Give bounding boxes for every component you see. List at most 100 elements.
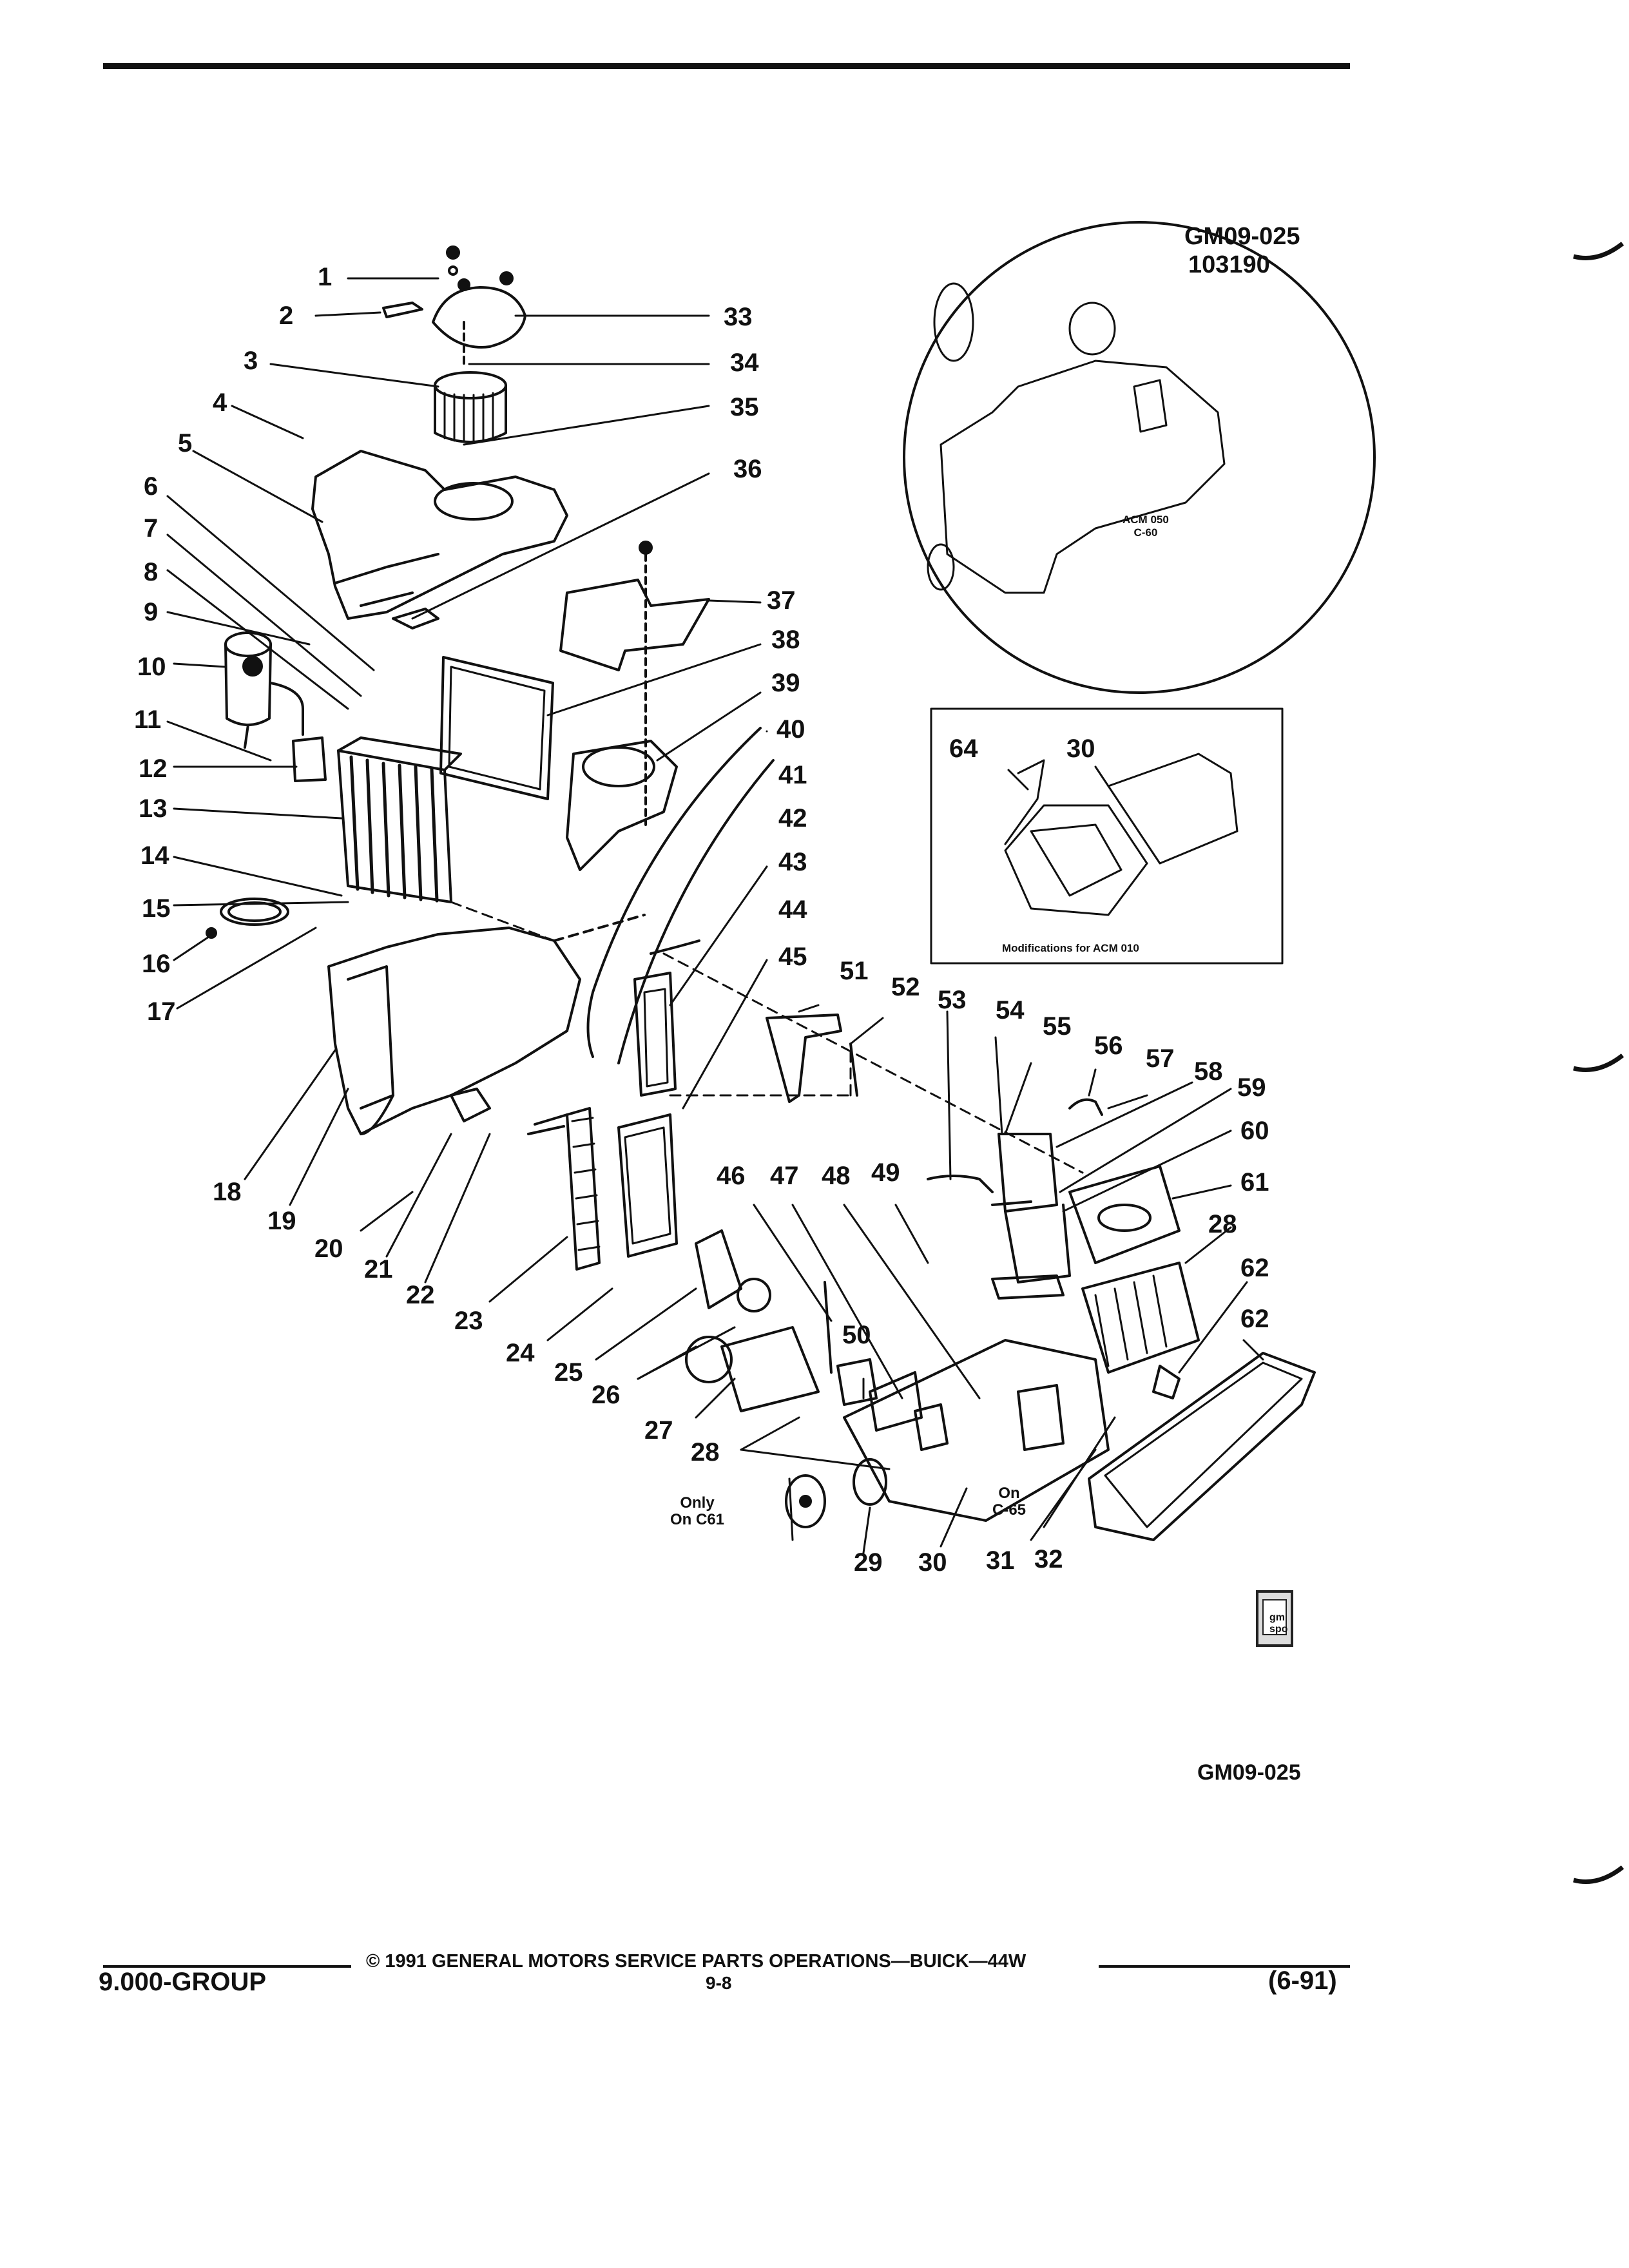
note-on-line2: C-65 xyxy=(992,1501,1027,1519)
callout-25: 25 xyxy=(554,1358,583,1387)
callout-9: 9 xyxy=(144,598,159,626)
footer-group: 9.000-GROUP xyxy=(99,1968,267,1996)
callout-21: 21 xyxy=(364,1255,393,1283)
inset-circle-label-line1: ACM 050 xyxy=(1123,514,1169,526)
inset-circle-label-line2: C-60 xyxy=(1133,526,1158,539)
callout-6: 6 xyxy=(144,472,159,501)
callout-51: 51 xyxy=(840,957,869,985)
bracket-drawing xyxy=(559,541,710,826)
note-only-line1: Only xyxy=(680,1494,715,1512)
edge-mark-1 xyxy=(1573,242,1624,260)
callout-30-inset: 30 xyxy=(1066,735,1095,763)
note-only-on-c61: Only On C61 xyxy=(670,1495,724,1528)
vent-grille-drawing xyxy=(1081,1262,1200,1374)
edge-mark-2 xyxy=(1573,1053,1624,1072)
callout-15: 15 xyxy=(142,894,171,923)
callout-64: 64 xyxy=(949,735,978,763)
footer-date: (6-91) xyxy=(1268,1966,1337,1995)
leader-lines xyxy=(166,277,1264,1554)
callout-48: 48 xyxy=(822,1162,851,1190)
callout-24: 24 xyxy=(506,1339,535,1367)
callout-53: 53 xyxy=(938,986,967,1014)
callout-32: 32 xyxy=(1034,1545,1063,1573)
note-only-line2: On C61 xyxy=(670,1511,725,1528)
seal-ring-drawing xyxy=(206,898,289,939)
callout-47: 47 xyxy=(770,1162,799,1190)
callout-34: 34 xyxy=(730,349,759,377)
callout-10: 10 xyxy=(137,653,166,681)
callout-26: 26 xyxy=(592,1381,621,1409)
actuator-26-27-drawing xyxy=(685,1229,878,1412)
callout-35: 35 xyxy=(730,393,759,421)
blower-cover-drawing xyxy=(382,245,526,365)
callout-8: 8 xyxy=(144,558,159,586)
callout-19: 19 xyxy=(267,1207,296,1235)
blower-motor-drawing xyxy=(434,371,507,443)
parts-51-52-drawing xyxy=(766,1014,858,1103)
inset-box-caption: Modifications for ACM 010 xyxy=(1002,942,1139,954)
filter-frame-drawing xyxy=(439,656,554,800)
callout-13: 13 xyxy=(139,794,168,823)
callout-57: 57 xyxy=(1146,1044,1175,1073)
callout-59: 59 xyxy=(1237,1073,1266,1102)
callout-7: 7 xyxy=(144,514,159,543)
footer-page-number: 9-8 xyxy=(706,1973,732,1993)
gasket-drawing xyxy=(1088,1352,1316,1541)
callout-62-upper: 62 xyxy=(1240,1254,1269,1282)
callout-12: 12 xyxy=(139,754,168,783)
callout-33: 33 xyxy=(724,303,753,331)
lower-duct-drawing xyxy=(843,1339,1110,1522)
callout-37: 37 xyxy=(767,586,796,615)
callout-31: 31 xyxy=(986,1546,1015,1575)
footer-rule-left xyxy=(103,1965,351,1968)
callout-54: 54 xyxy=(996,996,1025,1024)
callout-39: 39 xyxy=(771,669,800,697)
footer-rule-right xyxy=(1099,1965,1350,1968)
callout-28-lower: 28 xyxy=(691,1438,720,1466)
footer-copyright: © 1991 GENERAL MOTORS SERVICE PARTS OPER… xyxy=(366,1951,1027,1972)
edge-mark-3 xyxy=(1573,1865,1624,1884)
callout-42: 42 xyxy=(778,804,807,832)
callout-11: 11 xyxy=(134,706,162,734)
knobs-29-drawing xyxy=(785,1458,887,1528)
callout-38: 38 xyxy=(771,626,800,654)
callout-17: 17 xyxy=(147,997,176,1026)
callout-46: 46 xyxy=(717,1162,746,1190)
accumulator-drawing xyxy=(224,631,304,749)
callout-50: 50 xyxy=(842,1321,871,1349)
housing-61-drawing xyxy=(1068,1165,1181,1264)
upper-case-drawing xyxy=(311,450,568,629)
callout-22: 22 xyxy=(406,1281,435,1309)
callout-30: 30 xyxy=(918,1548,947,1577)
callout-41: 41 xyxy=(778,761,807,789)
gm-spo-icon: gm spo xyxy=(1256,1590,1293,1647)
callout-29: 29 xyxy=(854,1548,883,1577)
top-rule xyxy=(103,63,1350,69)
callout-58: 58 xyxy=(1194,1057,1223,1086)
callout-52: 52 xyxy=(891,973,920,1001)
lower-case-drawing xyxy=(327,914,646,1135)
callout-14: 14 xyxy=(140,841,169,870)
actuator-bracket-drawing xyxy=(927,1098,1103,1300)
callout-40: 40 xyxy=(776,715,805,744)
door-44-drawing xyxy=(633,972,677,1097)
callout-28-upper: 28 xyxy=(1208,1210,1237,1238)
inset-circle-label: ACM 050 C-60 xyxy=(1123,514,1169,539)
callout-43: 43 xyxy=(778,848,807,876)
heater-core-drawing xyxy=(527,1107,678,1271)
note-on-line1: On xyxy=(998,1485,1020,1502)
assembly-guide-lines xyxy=(450,901,1084,1174)
figure-code-bottom: GM09-025 xyxy=(1197,1760,1301,1785)
callout-61: 61 xyxy=(1240,1168,1269,1196)
callout-1: 1 xyxy=(318,263,333,291)
inset-box-drawing xyxy=(930,707,1284,965)
callout-55: 55 xyxy=(1043,1012,1072,1041)
note-on-c65: On C-65 xyxy=(992,1485,1026,1519)
callout-44: 44 xyxy=(778,896,807,924)
gm-spo-icon-line2: spo xyxy=(1269,1624,1288,1635)
callout-23: 23 xyxy=(454,1307,483,1335)
callout-49: 49 xyxy=(871,1158,900,1187)
callout-56: 56 xyxy=(1094,1032,1123,1060)
